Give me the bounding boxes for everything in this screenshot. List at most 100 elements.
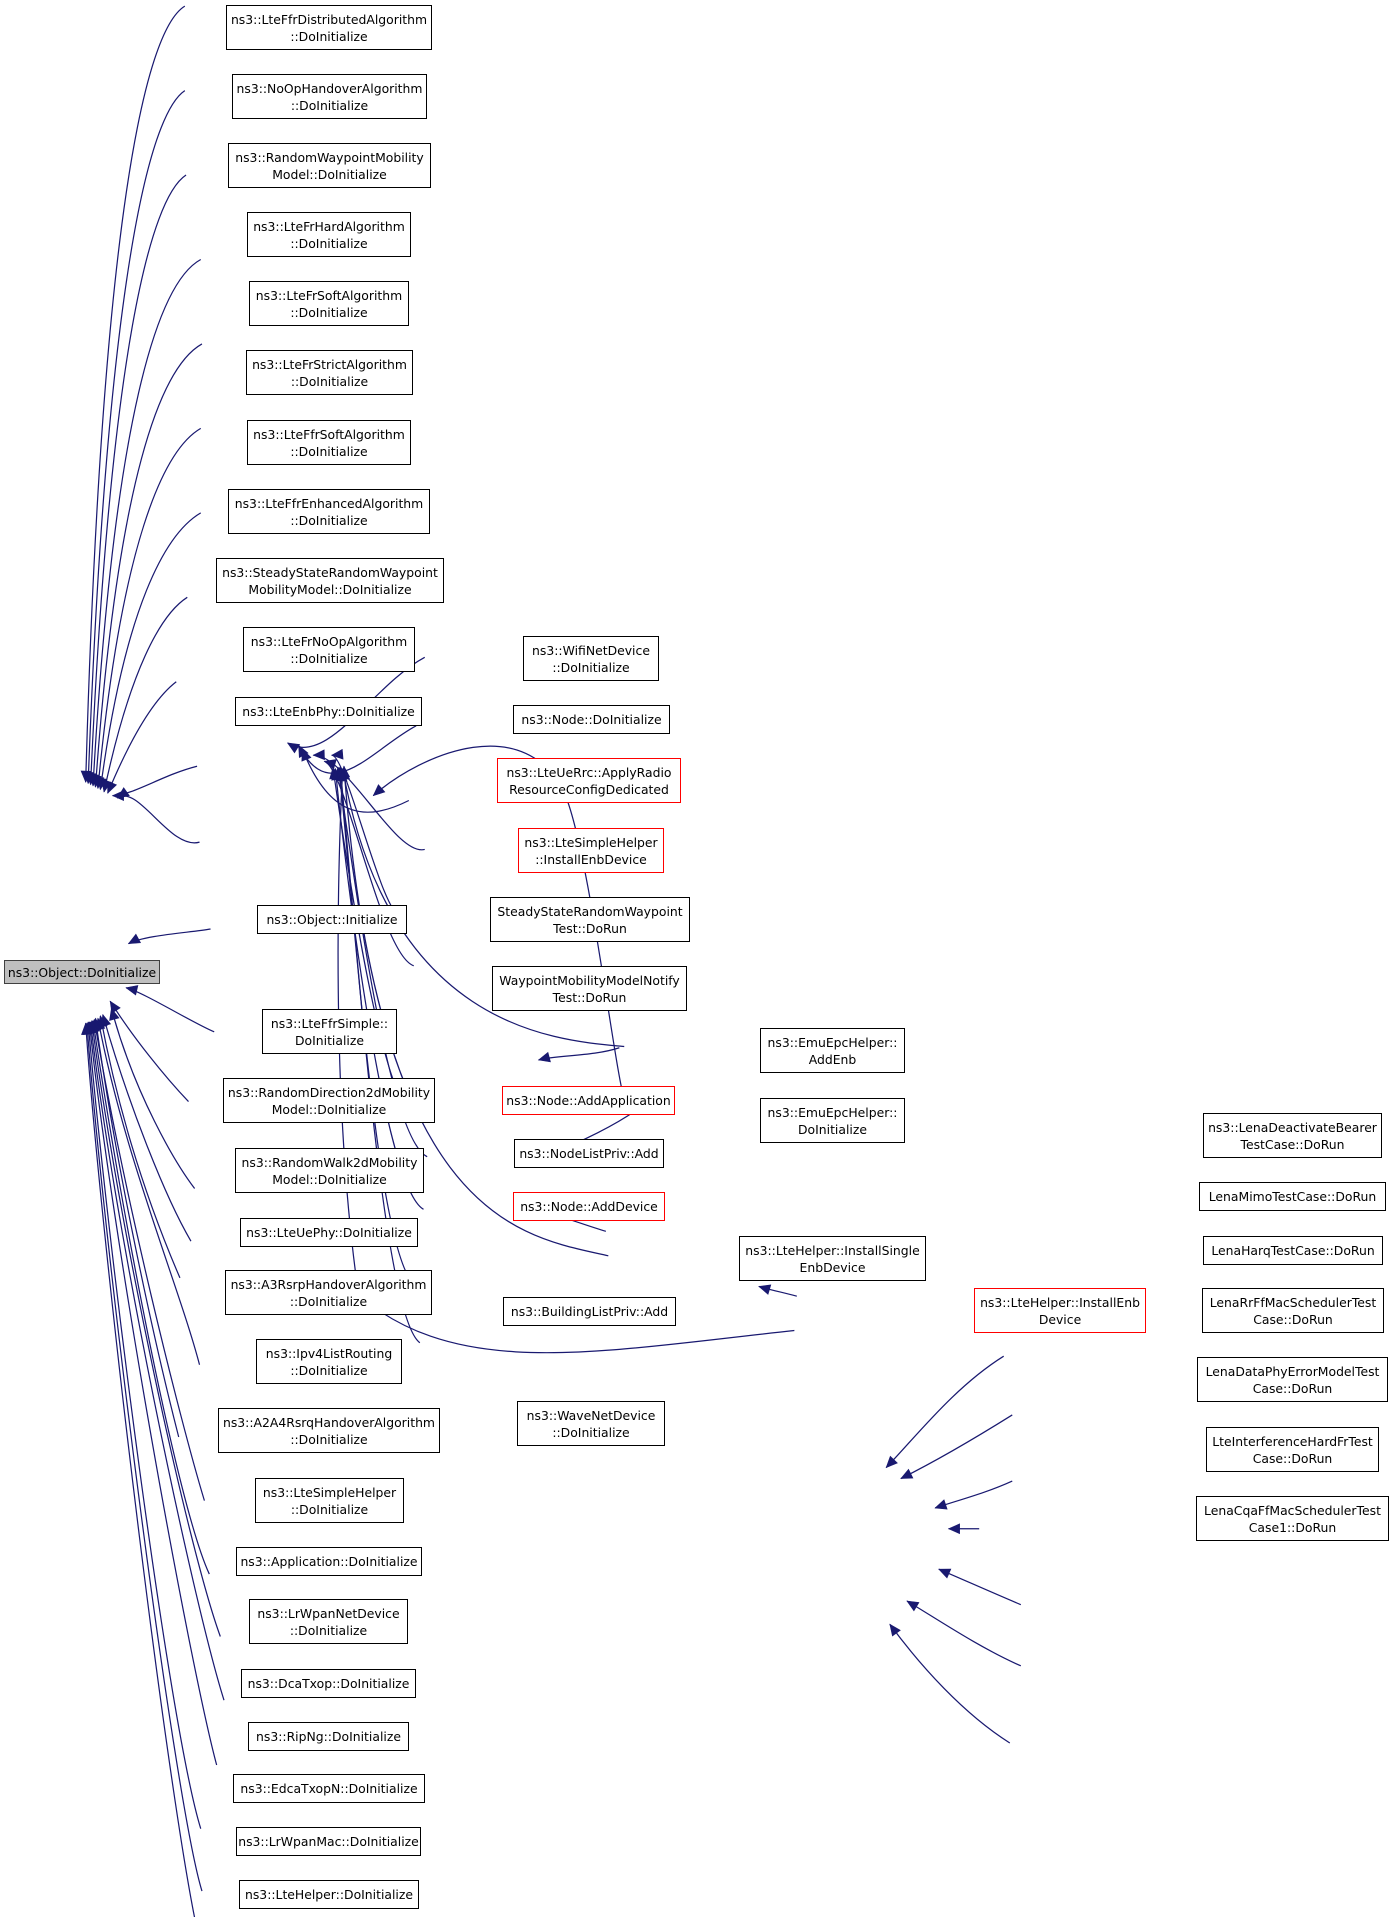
graph-node-label: ns3::LenaDeactivateBearer (1208, 1119, 1377, 1135)
edge-arrowhead (900, 1468, 914, 1479)
edge-line (110, 1008, 196, 1189)
graph-node-l19[interactable]: ns3::A2A4RsrqHandoverAlgorithm::DoInitia… (218, 1408, 440, 1453)
graph-node-label: ns3::EmuEpcHelper:: (767, 1104, 898, 1120)
edge-arrowhead (336, 769, 348, 782)
graph-node-label: ns3::RandomWalk2dMobility (241, 1154, 418, 1170)
graph-node-l20[interactable]: ns3::LteSimpleHelper::DoInitialize (255, 1478, 404, 1523)
graph-node-label: ns3::LteHelper::DoInitialize (245, 1887, 413, 1902)
edge-arrowhead (330, 748, 344, 760)
edge-line (92, 258, 202, 786)
graph-node-simpleenb[interactable]: ns3::LteSimpleHelper::InstallEnbDevice (518, 828, 664, 873)
edge-l21-to-root (89, 1020, 210, 1575)
edge-line (88, 1021, 218, 1766)
graph-node-label: Case1::DoRun (1248, 1519, 1337, 1535)
edge-arrowhead (127, 933, 142, 945)
graph-node-l16[interactable]: ns3::LteUePhy::DoInitialize (240, 1218, 418, 1247)
edge-arrowhead (934, 1499, 948, 1510)
graph-node-l8[interactable]: ns3::LteFfrEnhancedAlgorithm::DoInitiali… (228, 489, 430, 534)
edge-arrowhead (109, 1007, 120, 1021)
graph-node-root[interactable]: ns3::Object::DoInitialize (4, 960, 160, 984)
graph-node-adddev[interactable]: ns3::Node::AddDevice (513, 1192, 665, 1221)
graph-node-l11[interactable]: ns3::LteEnbPhy::DoInitialize (235, 697, 422, 726)
graph-node-l18[interactable]: ns3::Ipv4ListRouting::DoInitialize (256, 1339, 402, 1384)
graph-node-l1[interactable]: ns3::LteFfrDistributedAlgorithm::DoIniti… (226, 5, 432, 50)
graph-node-label: LenaMimoTestCase::DoRun (1208, 1189, 1377, 1204)
graph-node-nodeinit[interactable]: ns3::Node::DoInitialize (513, 705, 670, 734)
edge-l11-to-root (116, 787, 200, 844)
edge-wave-to-init (335, 766, 421, 1344)
edge-line (342, 768, 625, 1048)
edge-arrowhead (758, 1284, 772, 1295)
edge-line (91, 1020, 221, 1637)
graph-node-label: TestCase::DoRun (1240, 1136, 1345, 1152)
graph-node-label: ::InstallEnbDevice (535, 851, 647, 867)
graph-node-l5[interactable]: ns3::LteFrSoftAlgorithm::DoInitialize (249, 281, 409, 326)
graph-node-l26[interactable]: ns3::LrWpanMac::DoInitialize (236, 1827, 421, 1856)
edge-line (301, 748, 410, 813)
graph-node-emuaddenb[interactable]: ns3::EmuEpcHelper::AddEnb (760, 1028, 905, 1073)
edge-arrowhead (107, 780, 118, 794)
edge-arrowhead (286, 742, 301, 754)
graph-node-label: Test::DoRun (552, 989, 627, 1005)
edge-line (885, 1355, 1005, 1469)
graph-node-label: ns3::LteFrNoOpAlgorithm (250, 633, 408, 649)
graph-node-buildlist[interactable]: ns3::BuildingListPriv::Add (503, 1297, 676, 1326)
graph-node-l13[interactable]: ns3::LteFfrSimple::DoInitialize (262, 1009, 397, 1054)
graph-node-label: ns3::DcaTxop::DoInitialize (247, 1676, 410, 1691)
graph-node-addapp[interactable]: ns3::Node::AddApplication (502, 1086, 675, 1115)
graph-node-l4[interactable]: ns3::LteFrHardAlgorithm::DoInitialize (247, 212, 411, 257)
graph-node-l17[interactable]: ns3::A3RsrpHandoverAlgorithm::DoInitiali… (225, 1270, 432, 1315)
edge-arrowhead (885, 1455, 898, 1469)
graph-node-l2[interactable]: ns3::NoOpHandoverAlgorithm::DoInitialize (232, 74, 427, 119)
edge-uerrc-to-init (301, 748, 410, 813)
graph-node-init[interactable]: ns3::Object::Initialize (257, 905, 407, 934)
graph-node-nodelist[interactable]: ns3::NodeListPriv::Add (514, 1139, 664, 1168)
edge-arrowhead (312, 749, 325, 761)
edge-line (102, 1014, 192, 1242)
graph-node-label: Test::DoRun (553, 920, 627, 936)
graph-node-label: ns3::LteSimpleHelper (524, 834, 658, 850)
graph-node-r2[interactable]: LenaMimoTestCase::DoRun (1199, 1182, 1386, 1211)
edge-arrowhead (906, 1600, 920, 1612)
graph-node-l6[interactable]: ns3::LteFrStrictAlgorithm::DoInitialize (246, 350, 413, 395)
edge-line (85, 5, 186, 783)
graph-node-l23[interactable]: ns3::DcaTxop::DoInitialize (241, 1669, 416, 1698)
graph-node-wave[interactable]: ns3::WaveNetDevice::DoInitialize (517, 1401, 665, 1446)
graph-node-wifi[interactable]: ns3::WifiNetDevice::DoInitialize (523, 636, 659, 681)
graph-node-label: EnbDevice (799, 1259, 866, 1275)
graph-node-label: ns3::LteFfrDistributedAlgorithm (230, 11, 428, 27)
graph-node-l10[interactable]: ns3::LteFrNoOpAlgorithm::DoInitialize (243, 627, 415, 672)
graph-node-l25[interactable]: ns3::EdcaTxopN::DoInitialize (233, 1774, 425, 1803)
graph-node-label: ns3::SteadyStateRandomWaypoint (222, 564, 438, 580)
graph-node-label: ns3::A2A4RsrqHandoverAlgorithm (222, 1414, 435, 1430)
edge-line (89, 1021, 225, 1701)
graph-node-label: ns3::Object::Initialize (266, 912, 398, 927)
edge-l15-to-root (109, 1007, 196, 1189)
graph-node-label: ::DoInitialize (289, 1622, 368, 1638)
graph-node-l7[interactable]: ns3::LteFfrSoftAlgorithm::DoInitialize (247, 420, 411, 465)
graph-node-label: LteInterferenceHardFrTest (1212, 1433, 1373, 1449)
graph-node-label: ::DoInitialize (290, 28, 368, 44)
graph-node-l27[interactable]: ns3::LteHelper::DoInitialize (239, 1880, 419, 1909)
graph-node-l22[interactable]: ns3::LrWpanNetDevice::DoInitialize (249, 1599, 408, 1644)
edge-l27-to-root (81, 1022, 196, 1917)
edge-line (87, 1021, 202, 1829)
graph-node-l24[interactable]: ns3::RipNg::DoInitialize (248, 1722, 409, 1751)
graph-node-emuinit[interactable]: ns3::EmuEpcHelper::DoInitialize (760, 1098, 905, 1143)
graph-node-r3[interactable]: LenaHarqTestCase::DoRun (1203, 1236, 1383, 1265)
graph-node-l21[interactable]: ns3::Application::DoInitialize (236, 1547, 422, 1576)
